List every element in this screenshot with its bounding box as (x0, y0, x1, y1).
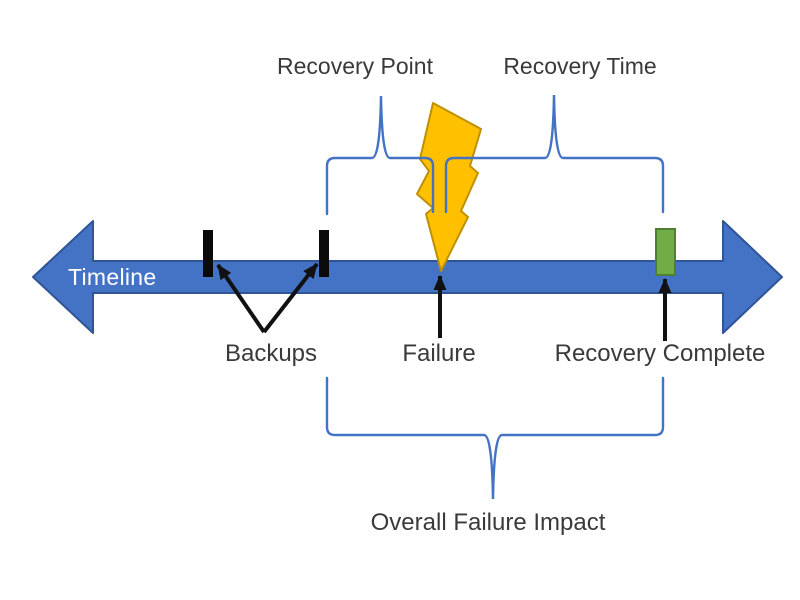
backups-pointer-arrow-right (262, 262, 319, 334)
overall-failure-impact-label: Overall Failure Impact (370, 509, 606, 536)
recovery-complete-marker (655, 228, 676, 276)
recovery-time-brace (444, 94, 665, 214)
backups-label: Backups (224, 340, 318, 367)
failure-lightning-icon (416, 102, 482, 272)
recovery-point-label: Recovery Point (277, 53, 433, 79)
recovery-complete-label: Recovery Complete (554, 340, 766, 367)
backup-tick-1 (203, 230, 213, 277)
backups-pointer-arrow-left (216, 263, 266, 334)
timeline-arrow (32, 220, 783, 334)
recovery-time-label: Recovery Time (503, 53, 657, 79)
failure-label: Failure (402, 340, 476, 367)
overall-failure-impact-brace (325, 376, 665, 500)
backup-tick-2 (319, 230, 329, 277)
timeline-label: Timeline (68, 264, 157, 290)
recovery-point-brace (325, 95, 435, 216)
